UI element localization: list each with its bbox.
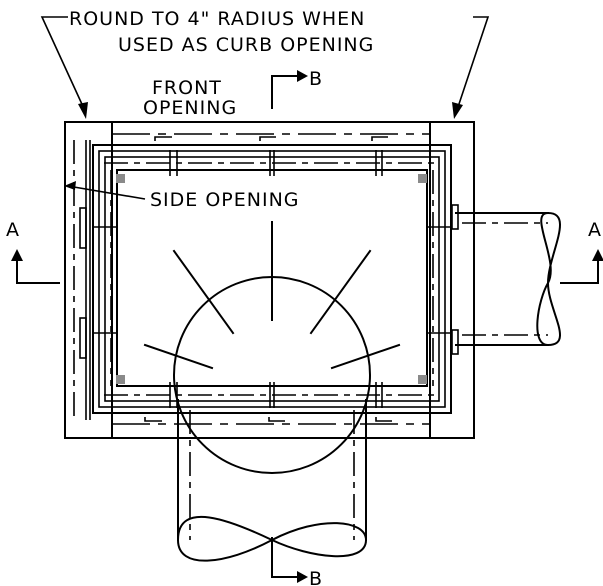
section-a-right-mark: A xyxy=(560,219,603,284)
round-radius-note-line2: USED AS CURB OPENING xyxy=(118,34,374,56)
basin-outer-wall xyxy=(64,121,475,439)
grate-frame xyxy=(92,144,452,414)
side-opening-leader xyxy=(64,181,146,200)
bottom-outlet-pipe xyxy=(176,399,368,562)
pipe-opening-circle xyxy=(143,221,401,474)
section-a-left-letter: A xyxy=(6,219,20,241)
section-b-top-letter: B xyxy=(309,68,323,90)
section-a-left-mark: A xyxy=(6,219,60,284)
corner-markers xyxy=(116,174,427,384)
grate-rails xyxy=(73,133,438,425)
front-opening-label-line2: OPENING xyxy=(143,97,237,119)
round-note-leaders xyxy=(40,16,490,119)
section-b-bottom-letter: B xyxy=(309,568,323,586)
side-opening-label: SIDE OPENING xyxy=(150,189,300,211)
section-b-bottom-mark: B xyxy=(271,537,323,586)
side-outlet-pipe xyxy=(455,211,561,347)
section-a-right-letter: A xyxy=(588,219,602,241)
frame-clips xyxy=(79,150,459,408)
front-opening-label-line1: FRONT xyxy=(152,77,222,99)
round-radius-note-line1: ROUND TO 4" RADIUS WHEN xyxy=(69,8,365,30)
section-b-top-mark: B xyxy=(271,68,323,109)
